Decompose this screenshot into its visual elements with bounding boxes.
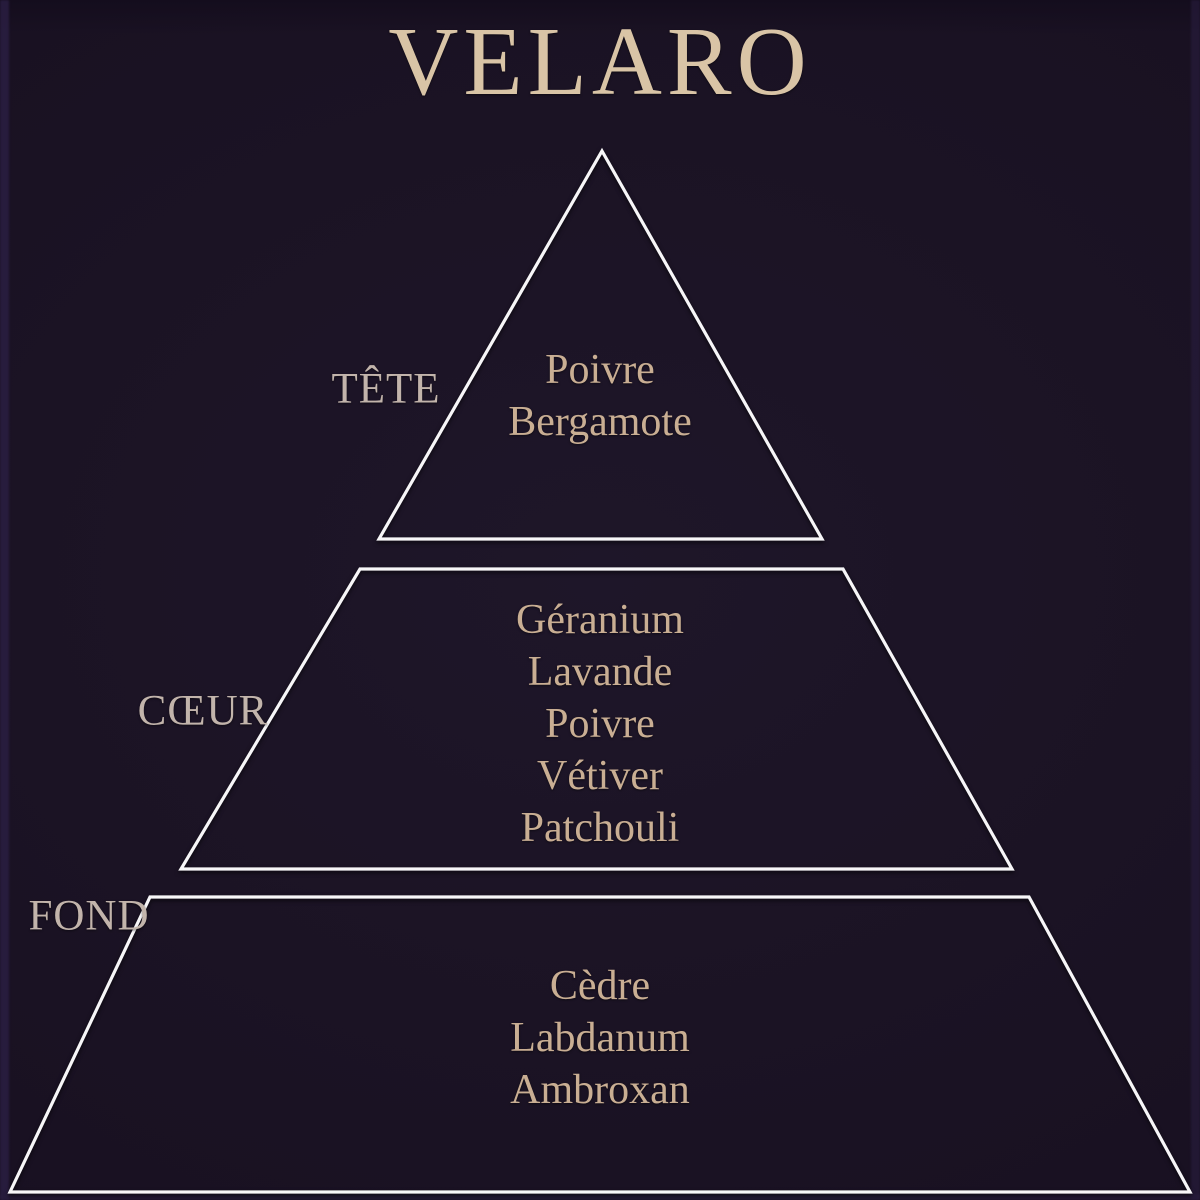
- tier-label-fond: FOND: [28, 892, 150, 940]
- tier-bottom-outline: [7, 895, 1193, 1194]
- note-bottom-3: Ambroxan: [510, 1067, 690, 1113]
- note-middle-4: Vétiver: [537, 753, 663, 799]
- tier-top-notes: Poivre Bergamote: [0, 344, 1200, 448]
- tier-label-coeur: CŒUR: [137, 687, 269, 735]
- tier-middle-notes: Géranium Lavande Poivre Vétiver Patchoul…: [0, 594, 1200, 854]
- tier-bottom-notes: Cèdre Labdanum Ambroxan: [0, 960, 1200, 1116]
- note-bottom-1: Cèdre: [549, 963, 651, 1009]
- note-middle-2: Lavande: [527, 649, 673, 695]
- note-bottom-2: Labdanum: [510, 1015, 690, 1061]
- note-top-2: Bergamote: [508, 399, 692, 445]
- note-top-1: Poivre: [545, 347, 655, 393]
- note-middle-5: Patchouli: [520, 805, 680, 851]
- note-middle-1: Géranium: [516, 597, 684, 643]
- brand-title: VELARO: [388, 8, 812, 115]
- note-middle-3: Poivre: [545, 701, 655, 747]
- tier-label-tete: TÊTE: [331, 365, 441, 413]
- tier-middle-outline: [178, 567, 1015, 871]
- tier-top-outline: [376, 147, 825, 541]
